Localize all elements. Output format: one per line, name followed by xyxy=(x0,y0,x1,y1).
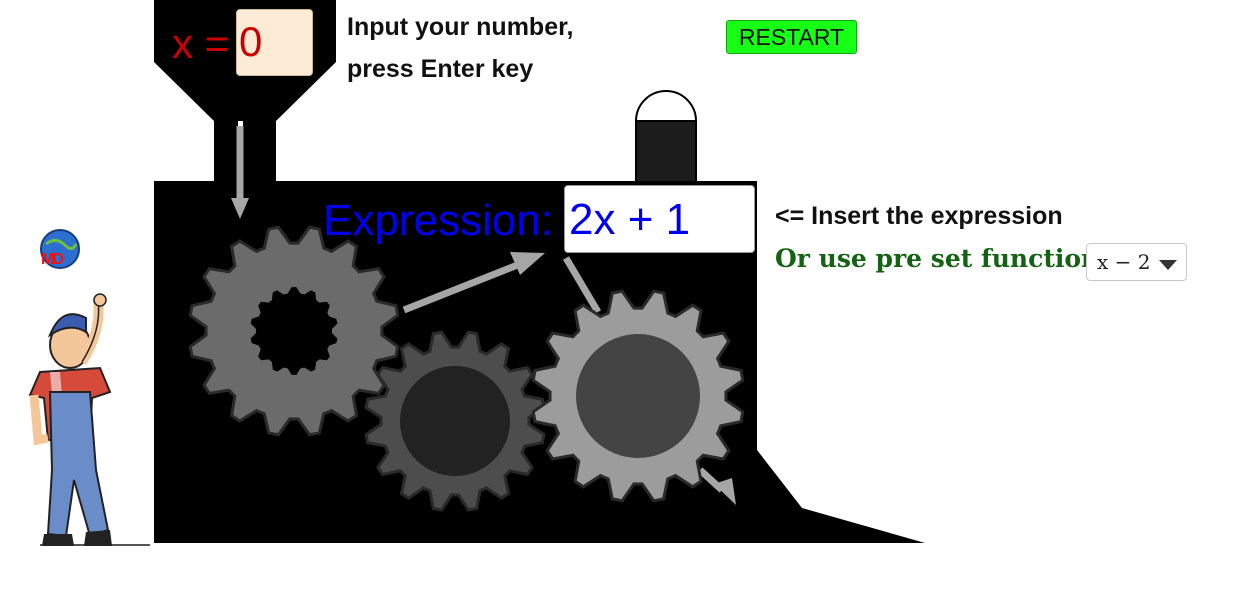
logo-globe-land xyxy=(45,239,78,251)
logo-globe xyxy=(40,229,80,269)
input-instructions: Input your number, press Enter key xyxy=(347,6,573,90)
preset-function-dropdown[interactable]: x − 2 xyxy=(1086,243,1187,281)
expression-label: Expression: xyxy=(323,196,553,245)
output-gear xyxy=(531,289,745,503)
chimney-dome xyxy=(634,90,698,122)
restart-button[interactable]: RESTART xyxy=(726,20,857,54)
gear-mid-hub xyxy=(400,366,510,476)
hopper-pipe-right xyxy=(243,121,276,183)
logo-text: MD xyxy=(41,251,64,268)
x-value-input[interactable]: 0 xyxy=(236,9,313,76)
worker-figure xyxy=(28,293,150,546)
chevron-down-icon xyxy=(1159,260,1177,270)
preset-function-label: Or use pre set function: xyxy=(775,244,1109,273)
hopper-pipe-left xyxy=(214,121,238,183)
preset-selected-value: x − 2 xyxy=(1097,250,1151,274)
expression-input[interactable]: 2x + 1 xyxy=(564,185,755,253)
gear-large-hub xyxy=(250,287,338,375)
flow-arrows xyxy=(231,126,736,505)
input-gear xyxy=(188,225,400,437)
insert-expression-hint: <= Insert the expression xyxy=(775,202,1063,230)
x-label: x = xyxy=(172,20,230,67)
chimney xyxy=(635,120,697,184)
gear-right-hub xyxy=(576,334,700,458)
middle-gear xyxy=(364,330,546,512)
instruction-line-1: Input your number, xyxy=(347,13,574,41)
instruction-line-2: press Enter key xyxy=(347,55,534,83)
